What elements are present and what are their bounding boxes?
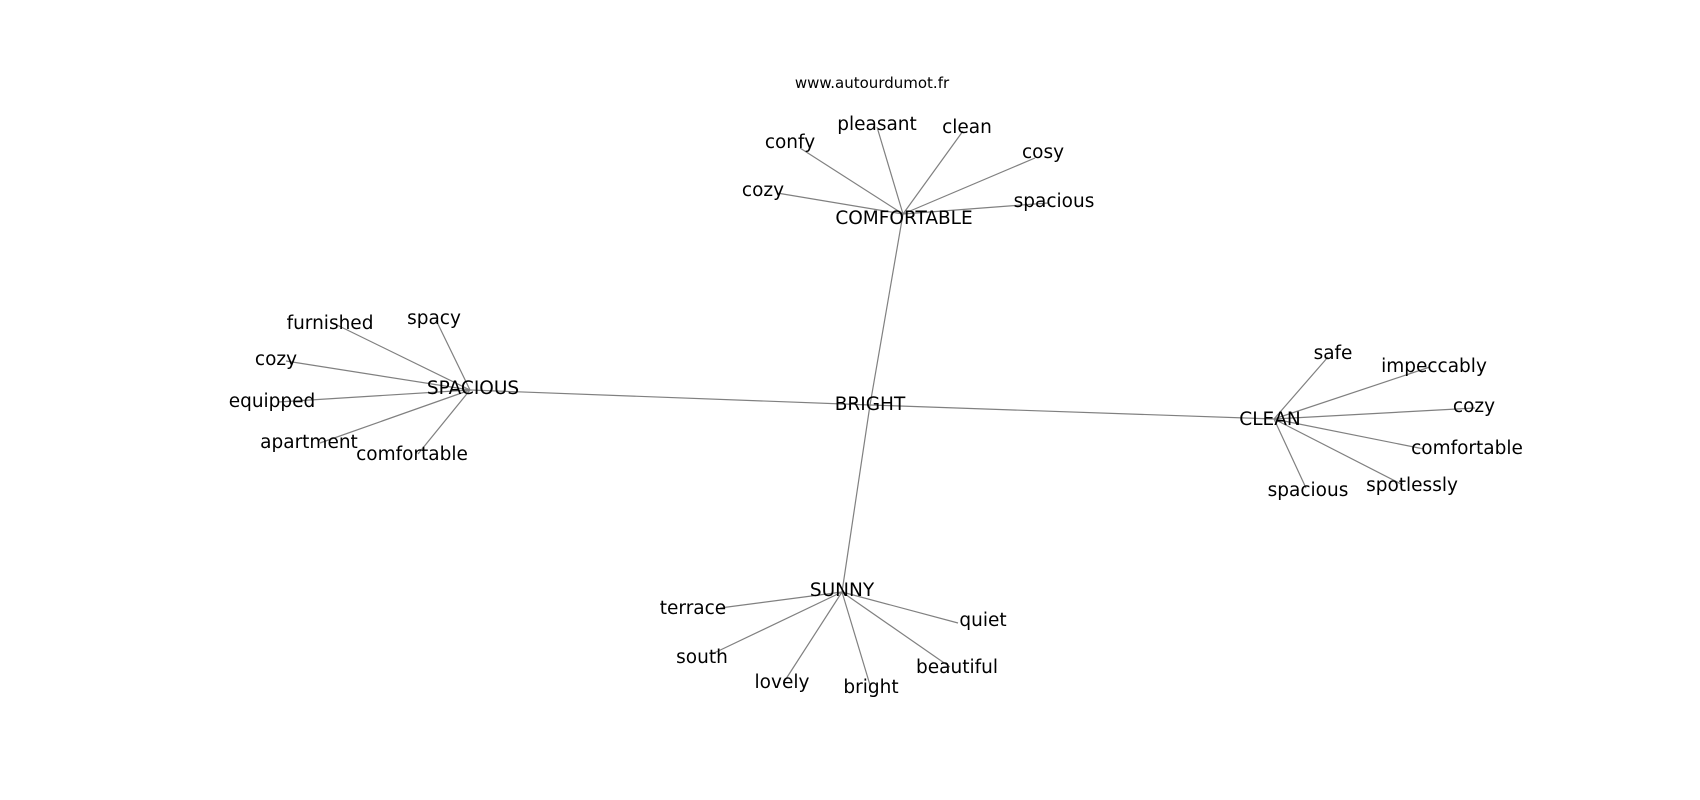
- leaf-node-comfortable-spacious: spacious: [1014, 191, 1095, 212]
- graph-labels: BRIGHT COMFORTABLE cozy confy pleasant clean c…: [229, 114, 1523, 698]
- edge-clean-spacious: [1273, 418, 1307, 489]
- edge-sunny-lovely: [783, 591, 843, 683]
- edge-sunny-terrace: [719, 591, 843, 609]
- leaf-node-clean-cozy: cozy: [1453, 396, 1495, 417]
- leaf-node-comfortable-pleasant: pleasant: [837, 114, 917, 135]
- edge-comfortable-pleasant: [876, 126, 904, 215]
- leaf-node-spacious-equipped: equipped: [229, 391, 316, 412]
- leaf-node-spacious-comfortable: comfortable: [356, 444, 468, 465]
- edge-spacious-spacy: [435, 319, 471, 391]
- leaf-node-comfortable-clean: clean: [942, 117, 992, 138]
- graph-edges: [277, 126, 1476, 686]
- leaf-node-clean-impeccably: impeccably: [1381, 356, 1487, 377]
- leaf-node-comfortable-confy: confy: [765, 132, 815, 153]
- center-node-label: BRIGHT: [835, 394, 906, 415]
- leaf-node-sunny-quiet: quiet: [959, 610, 1006, 631]
- leaf-node-clean-spotlessly: spotlessly: [1366, 475, 1458, 496]
- edge-center-clean: [869, 404, 1275, 420]
- watermark-text: www.autourdumot.fr: [795, 74, 950, 92]
- edge-sunny-bright: [841, 591, 871, 686]
- leaf-node-sunny-lovely: lovely: [755, 672, 810, 693]
- edge-center-comfortable: [869, 213, 904, 406]
- edge-sunny-south: [711, 591, 843, 655]
- edge-spacious-furnished: [336, 324, 471, 391]
- leaf-node-comfortable-cosy: cosy: [1022, 142, 1064, 163]
- edge-comfortable-cozy: [776, 192, 904, 215]
- edge-sunny-quiet: [841, 591, 959, 624]
- edge-center-spacious: [469, 389, 871, 406]
- edge-spacious-apartment: [319, 389, 471, 444]
- edge-clean-cozy: [1273, 407, 1476, 420]
- edge-clean-comfortable: [1273, 418, 1425, 450]
- hub-node-clean: CLEAN: [1239, 409, 1300, 430]
- edge-clean-spotlessly: [1273, 418, 1404, 486]
- leaf-node-spacious-cozy: cozy: [255, 349, 297, 370]
- edge-comfortable-spacious: [902, 202, 1049, 215]
- leaf-node-sunny-terrace: terrace: [660, 598, 726, 619]
- leaf-node-clean-spacious: spacious: [1268, 480, 1349, 501]
- edge-center-sunny: [841, 404, 871, 593]
- leaf-node-sunny-bright: bright: [843, 677, 898, 698]
- leaf-node-sunny-beautiful: beautiful: [916, 657, 998, 678]
- leaf-node-spacious-furnished: furnished: [287, 313, 374, 334]
- edge-comfortable-cosy: [902, 157, 1036, 215]
- edge-spacious-equipped: [277, 389, 471, 403]
- edge-clean-safe: [1273, 356, 1329, 420]
- edge-sunny-beautiful: [841, 591, 951, 668]
- leaf-node-spacious-apartment: apartment: [260, 432, 358, 453]
- edge-comfortable-confy: [799, 147, 904, 215]
- leaf-node-clean-comfortable: comfortable: [1411, 438, 1523, 459]
- edge-clean-impeccably: [1273, 366, 1431, 420]
- leaf-node-sunny-south: south: [676, 647, 728, 668]
- edge-comfortable-clean: [902, 130, 964, 215]
- edge-spacious-cozy: [285, 360, 471, 391]
- leaf-node-spacious-spacy: spacy: [407, 308, 461, 329]
- hub-node-sunny: SUNNY: [810, 580, 875, 601]
- hub-node-spacious: SPACIOUS: [427, 378, 519, 399]
- edge-spacious-comfortable: [417, 389, 471, 455]
- leaf-node-comfortable-cozy: cozy: [742, 180, 784, 201]
- leaf-node-clean-safe: safe: [1314, 343, 1353, 364]
- hub-node-comfortable: COMFORTABLE: [835, 208, 972, 229]
